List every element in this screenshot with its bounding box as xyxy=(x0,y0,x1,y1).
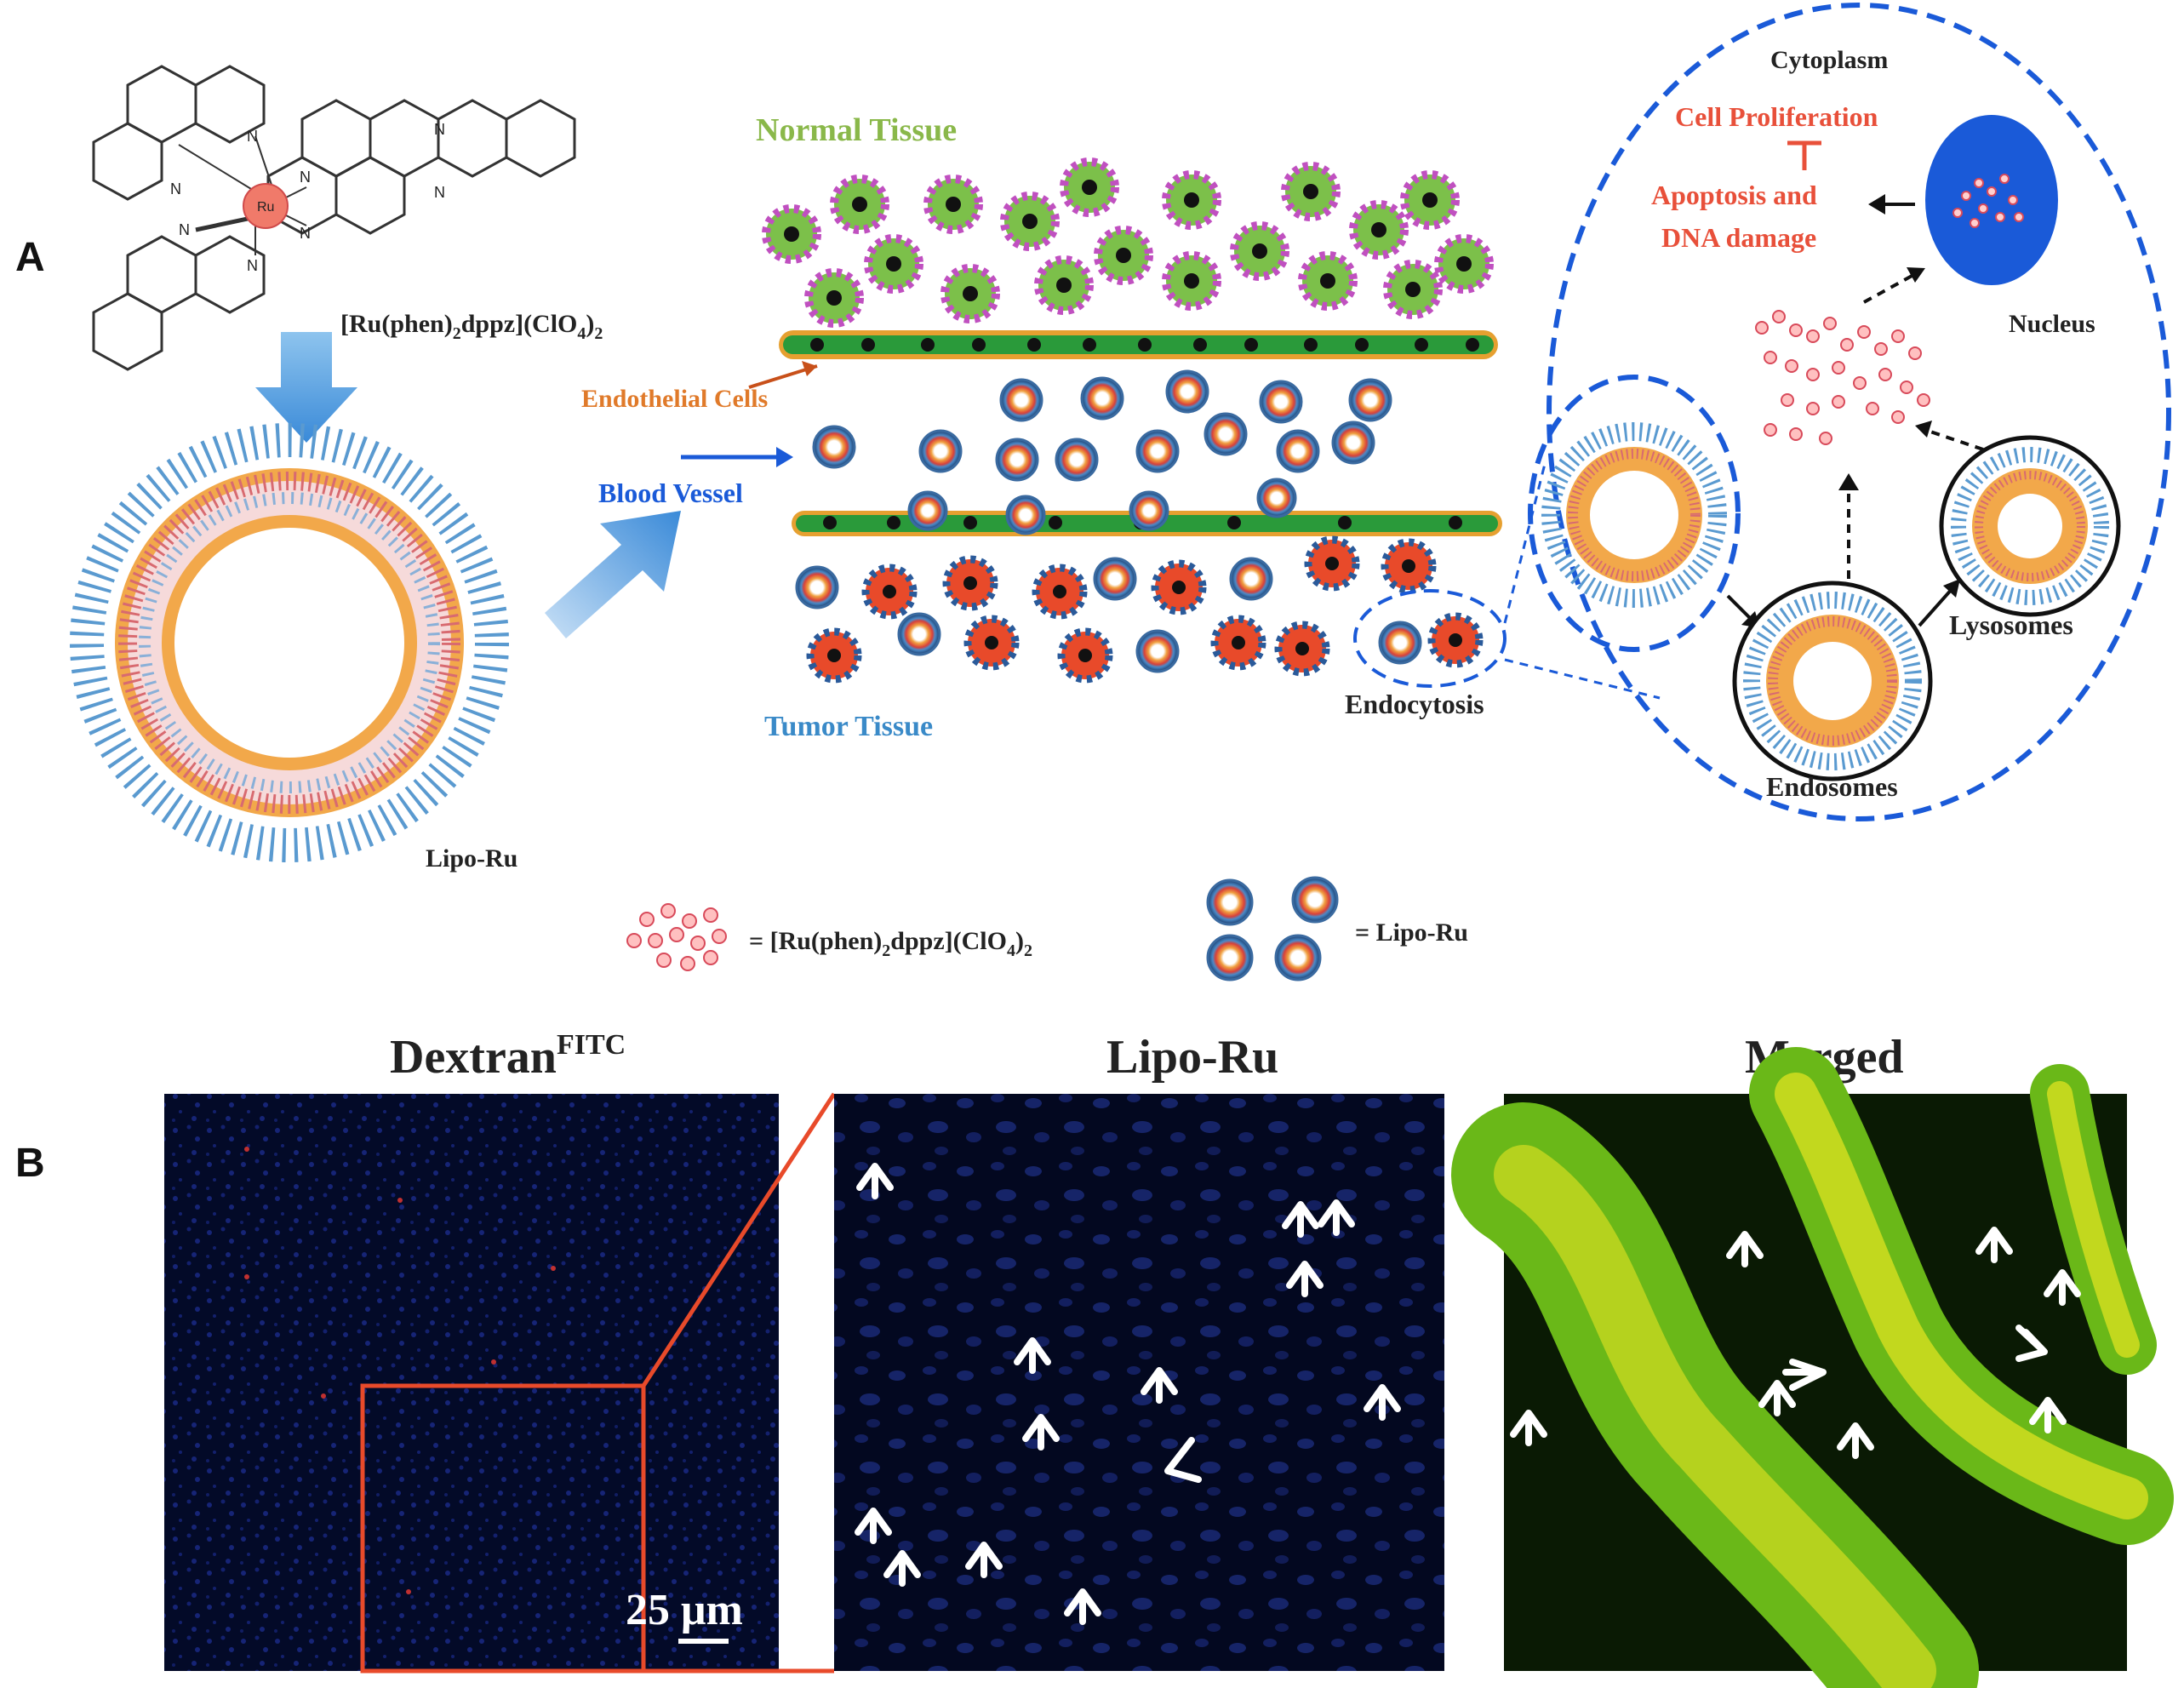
arrowhead-icon xyxy=(1868,194,1885,215)
arrowhead-icon xyxy=(1838,473,1859,490)
micro-image-lipo xyxy=(834,1094,1444,1671)
ru-atom-label: Ru xyxy=(257,200,274,215)
lysosomes-label: Lysosomes xyxy=(1949,609,2073,640)
legend-ru-dots xyxy=(626,903,727,971)
apoptosis-label: Apoptosis and xyxy=(1651,180,1817,210)
tumor-tissue-cells xyxy=(795,535,1484,684)
ru-atom xyxy=(243,183,289,229)
n-label: N xyxy=(300,225,311,242)
arrow-lysosome-release xyxy=(1924,428,1984,451)
zoom-region-box xyxy=(360,1383,646,1674)
n-label: N xyxy=(434,121,445,138)
endothelial-cells-label: Endothelial Cells xyxy=(581,385,768,413)
cell-membrane-outline xyxy=(1547,3,2171,821)
formula-label: [Ru(phen)2dppz](ClO4)2 xyxy=(340,310,603,343)
entering-liposome-boundary xyxy=(1528,375,1741,652)
white-arrows-lipo xyxy=(855,1163,1401,1625)
red-speckles xyxy=(244,1147,556,1594)
panel-label-b: B xyxy=(15,1141,45,1186)
lipo-ru-label: Lipo-Ru xyxy=(426,844,517,873)
diagonal-arrow-icon xyxy=(545,511,681,638)
endosome xyxy=(1732,581,1933,781)
blood-vessel-label: Blood Vessel xyxy=(598,478,743,508)
cytoplasm-label: Cytoplasm xyxy=(1770,46,1888,74)
zoom-line xyxy=(1503,463,1547,624)
arrowhead-icon xyxy=(1943,579,1960,598)
n-label: N xyxy=(179,221,190,238)
nucleus-shape xyxy=(1925,115,2058,285)
endocytosis-label: Endocytosis xyxy=(1345,689,1484,719)
ru-complex-dots-nucleus xyxy=(1952,174,2024,228)
lysosome xyxy=(1939,435,2121,617)
arrowhead-icon xyxy=(802,361,817,376)
n-label: N xyxy=(300,169,311,186)
scale-bar-label: 25 μm xyxy=(626,1586,743,1634)
normal-tissue-cells xyxy=(762,157,1494,328)
panel-label-a: A xyxy=(15,235,45,280)
arrowhead-icon xyxy=(1907,267,1925,283)
micro-title-dextran: DextranFITC xyxy=(390,1029,626,1084)
dna-damage-label: DNA damage xyxy=(1661,222,1816,253)
nitrogen-labels: N N N N N N N N xyxy=(170,121,445,274)
arrow-to-lysosome xyxy=(1918,586,1955,627)
ru-complex-structure xyxy=(92,65,576,371)
n-label: N xyxy=(247,257,258,274)
normal-tissue-label: Normal Tissue xyxy=(756,112,957,148)
vessel-liposomes xyxy=(812,369,1392,482)
zoom-connector-top xyxy=(641,1092,837,1388)
endothelial-layer-upper xyxy=(779,330,1498,359)
micro-title-lipo: Lipo-Ru xyxy=(1106,1031,1278,1084)
arrow-to-nucleus xyxy=(1863,272,1916,304)
liposome-large xyxy=(70,423,509,862)
endosomes-label: Endosomes xyxy=(1766,771,1898,802)
liposome-entering xyxy=(1541,422,1727,608)
n-label: N xyxy=(434,184,445,201)
tumor-tissue-label: Tumor Tissue xyxy=(764,711,933,742)
ru-complex-dots-cytoplasm xyxy=(1755,310,1930,445)
down-arrow-icon xyxy=(255,332,357,443)
n-label: N xyxy=(170,180,181,197)
arrowhead-icon xyxy=(1915,421,1932,438)
endocytosis-highlight xyxy=(1353,589,1507,688)
zoom-line xyxy=(1504,658,1661,700)
arrowhead-icon xyxy=(776,447,793,467)
white-arrows-merged xyxy=(1510,1227,2081,1459)
legend-lipo-label: = Lipo-Ru xyxy=(1355,918,1468,947)
legend-lipo-icons xyxy=(1206,876,1339,981)
n-label: N xyxy=(247,128,258,145)
nucleus-label: Nucleus xyxy=(2009,310,2095,338)
vessel-fluorescence xyxy=(1451,1047,2174,1688)
micro-image-dextran xyxy=(164,1094,779,1671)
cell-proliferation-label: Cell Proliferation xyxy=(1675,101,1878,132)
endothelial-layer-lower xyxy=(792,478,1502,536)
legend-ru-label: = [Ru(phen)2dppz](ClO4)2 xyxy=(749,927,1032,960)
